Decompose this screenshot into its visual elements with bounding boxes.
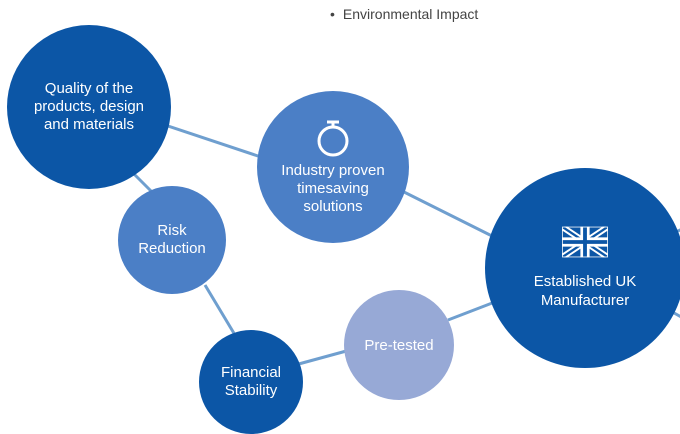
node-industry-line-3: solutions [303, 198, 363, 215]
node-quality-line-2: products, design [33, 98, 145, 115]
node-risk-reduction: Risk Reduction [118, 186, 226, 294]
node-financial-stability: Financial Stability [199, 330, 303, 434]
union-jack-flag-icon [562, 226, 608, 258]
node-pretested-line-1: Pre-tested [364, 336, 434, 354]
node-quality-line-3: and materials [43, 116, 135, 133]
connector-risk-financial [203, 284, 237, 336]
bullet-marker: • [330, 6, 335, 22]
node-quality-line-1: Quality of the [44, 80, 134, 97]
node-financial-line-1: Financial [220, 364, 282, 381]
bullet-item: • Environmental Impact [330, 6, 478, 22]
node-uk-line-1: Established UK [533, 273, 637, 290]
node-industry-line-2: timesaving [297, 180, 369, 197]
connector-industry-uk [399, 188, 501, 242]
node-quality: Quality of the products, design and mate… [7, 25, 171, 189]
connector-financial-pretested [294, 348, 351, 367]
node-pre-tested: Pre-tested [344, 290, 454, 400]
node-risk-line-2: Reduction [138, 240, 206, 257]
stopwatch-icon [317, 120, 349, 157]
bullet-text: Environmental Impact [342, 6, 479, 22]
node-risk-line-1: Risk [157, 222, 187, 239]
node-industry: Industry proven timesaving solutions [257, 91, 409, 243]
connector-quality-industry [149, 118, 271, 162]
node-uk-line-2: Manufacturer [540, 292, 630, 309]
node-uk-manufacturer: Established UK Manufacturer [485, 168, 680, 368]
node-industry-line-1: Industry proven [281, 162, 385, 179]
node-financial-line-2: Stability [224, 382, 278, 399]
